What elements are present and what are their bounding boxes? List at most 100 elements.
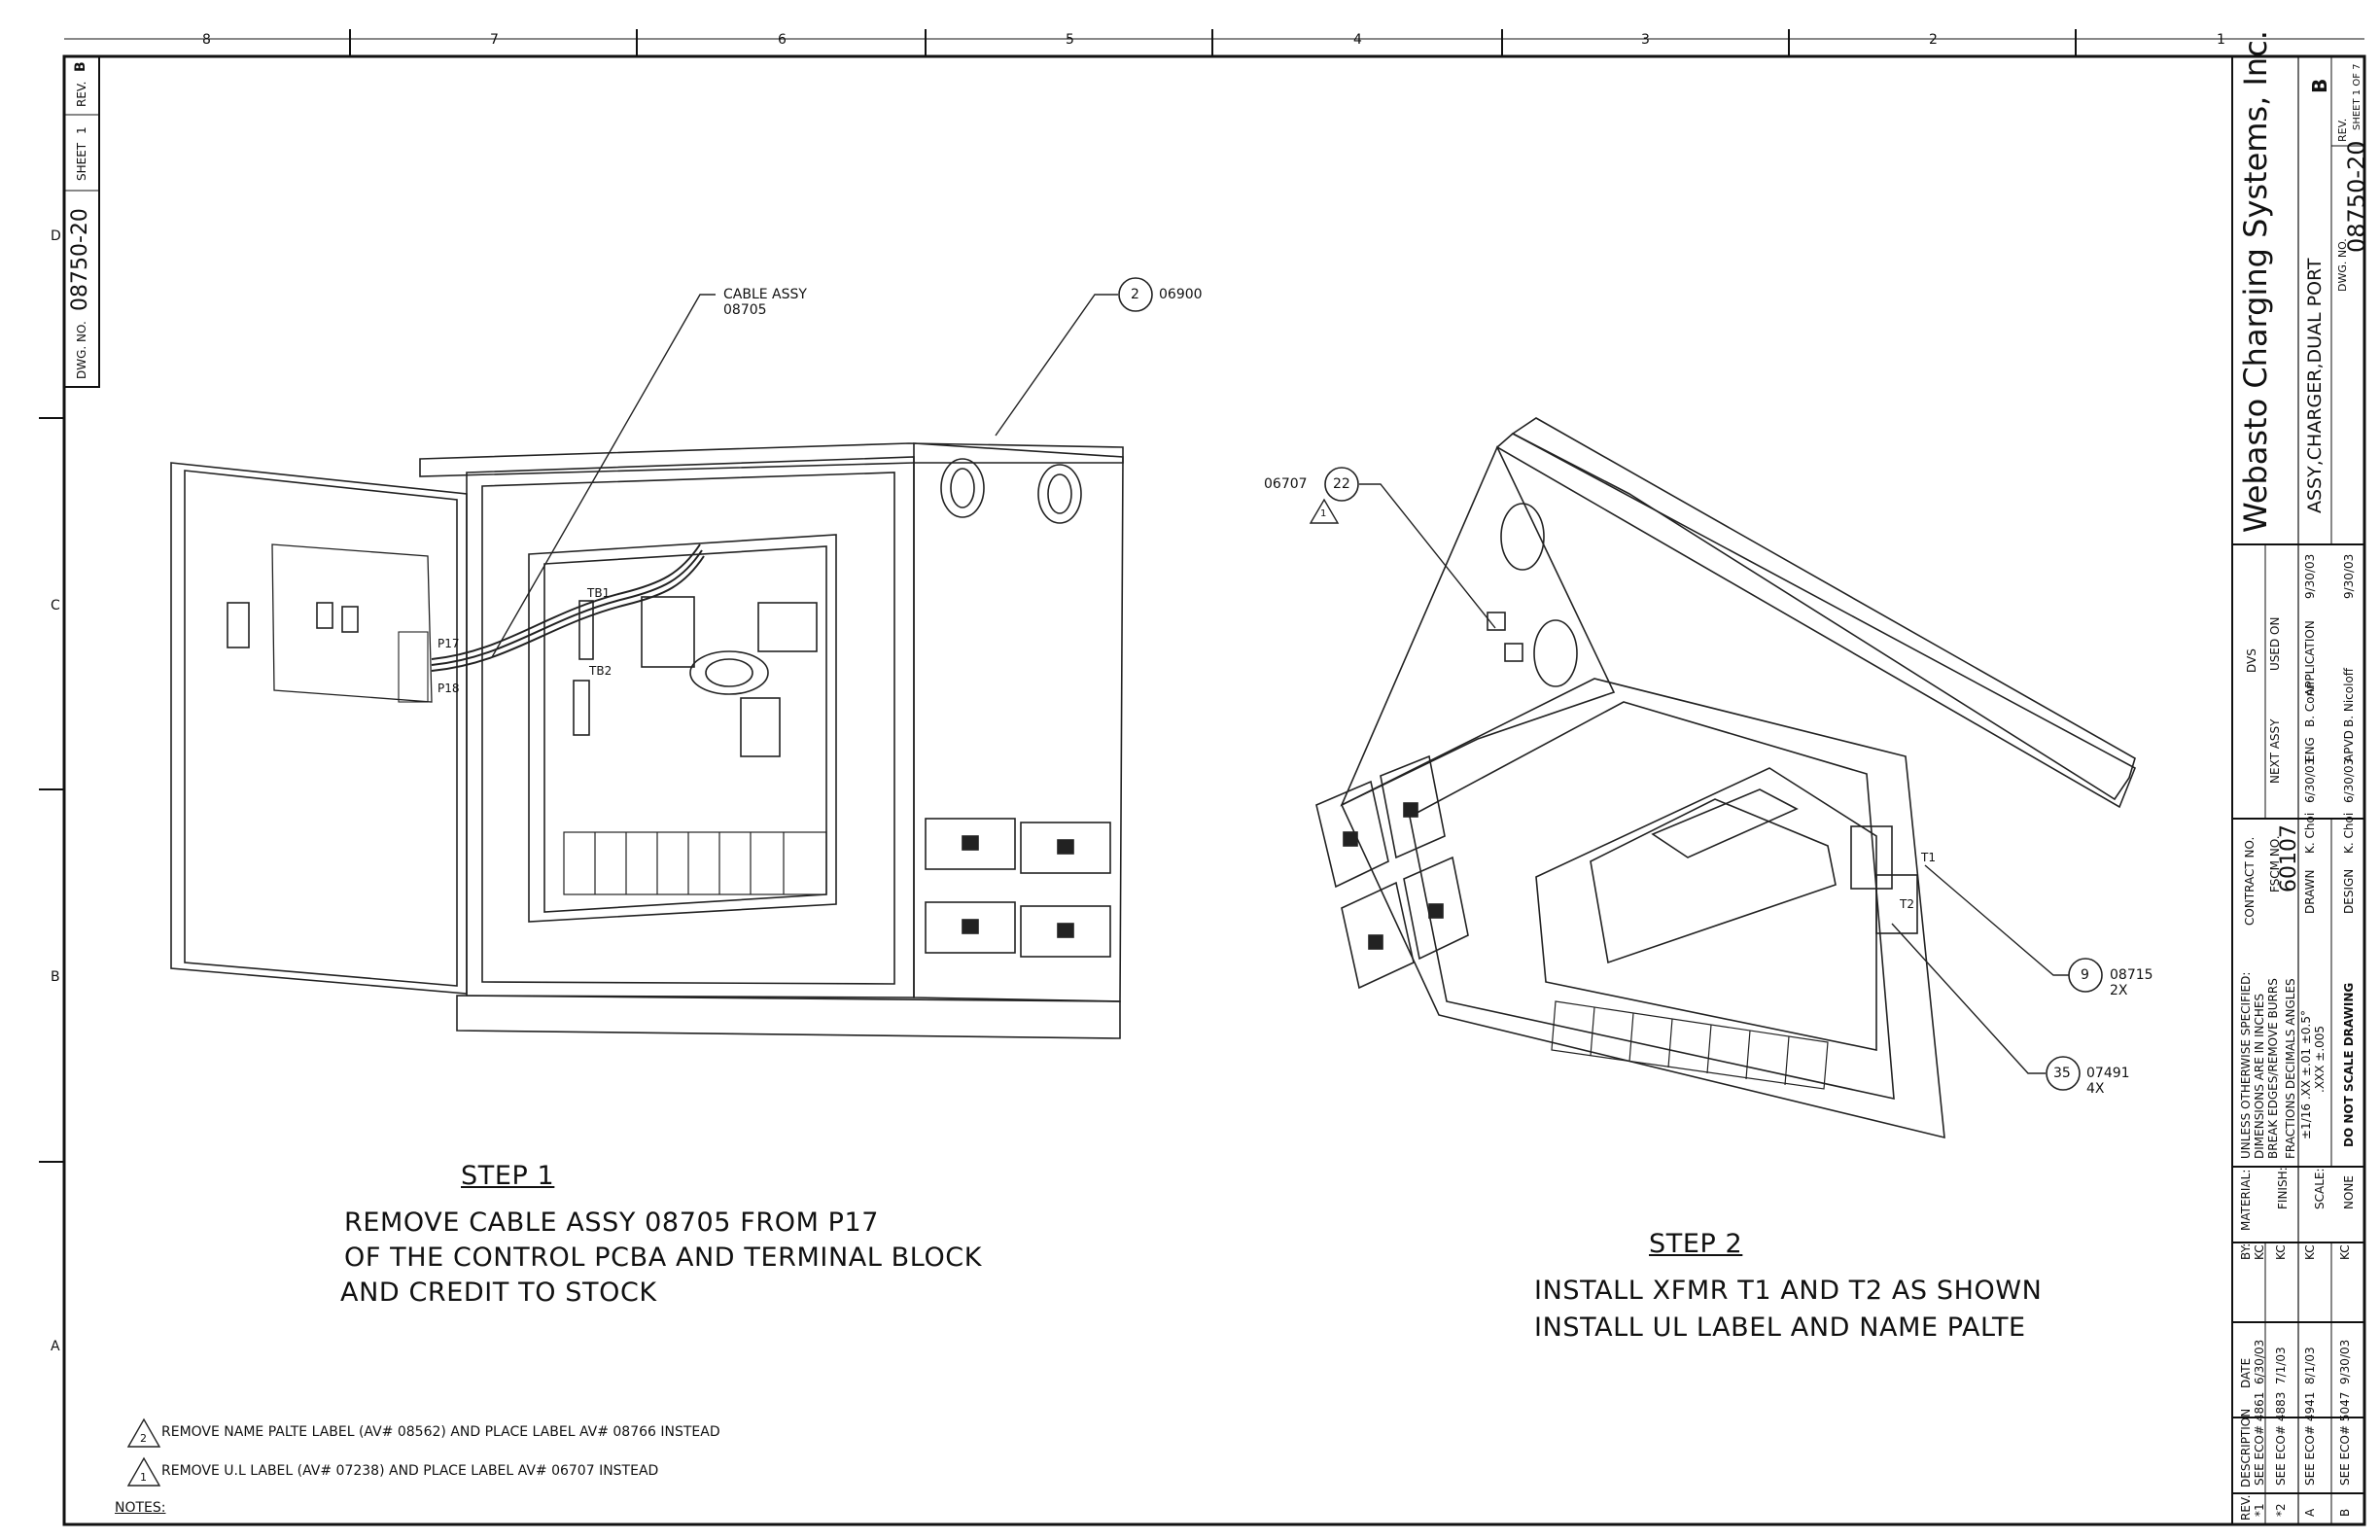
drawing-title: ASSY,CHARGER,DUAL PORT: [2304, 258, 2326, 513]
rev-row-4-by: KC: [2338, 1244, 2352, 1260]
tb-tol-6: .XXX ±.005: [2313, 1025, 2327, 1093]
tb-sheet: SHEET 1 OF 7: [2352, 63, 2362, 131]
tb-tol-2: DIMENSIONS ARE IN INCHES: [2253, 993, 2266, 1159]
note-2-tri: 2: [140, 1432, 147, 1445]
tb-contract: CONTRACT NO.: [2243, 836, 2257, 926]
callout-9-part: 08715: [2110, 967, 2153, 983]
zone-row-c: C: [51, 598, 60, 613]
rev-row-2-desc: SEE ECO# 4883: [2274, 1391, 2288, 1486]
tb-drawn-role: DRAWN: [2303, 869, 2317, 915]
tb-design-role: DESIGN: [2342, 868, 2356, 914]
rev-row-3-desc: SEE ECO# 4941: [2303, 1391, 2317, 1486]
note-2-text: REMOVE NAME PALTE LABEL (AV# 08562) AND …: [161, 1424, 720, 1440]
label-t2: T2: [1900, 897, 1914, 911]
note-1-tri: 1: [140, 1471, 147, 1484]
callout-35-qty: 4X: [2086, 1081, 2105, 1097]
tb-tol-4: FRACTIONS DECIMALS ANGLES: [2284, 978, 2297, 1159]
callout-2-part: 06900: [1159, 287, 1203, 302]
label-tb2: TB2: [589, 664, 612, 678]
step2-line-2: INSTALL UL LABEL AND NAME PALTE: [1534, 1312, 2026, 1343]
side-sheet-value: 1: [75, 126, 88, 134]
step1-line-3: AND CREDIT TO STOCK: [340, 1278, 657, 1308]
tb-drawn-name: K. Choi: [2303, 812, 2317, 854]
rev-row-2-rev: *2: [2274, 1503, 2288, 1517]
rev-row-3-rev: A: [2303, 1508, 2317, 1517]
rev-row-3-by: KC: [2303, 1244, 2317, 1260]
zone-col-7: 7: [490, 32, 499, 48]
zone-col-1: 1: [2217, 32, 2225, 48]
note-1-text: REMOVE U.L LABEL (AV# 07238) AND PLACE L…: [161, 1463, 659, 1479]
rev-hdr-date: DATE: [2239, 1357, 2253, 1388]
rev-hdr-desc: DESCRIPTION: [2239, 1408, 2253, 1488]
tb-dvs: DVS: [2245, 648, 2258, 673]
callout-2-num: 2: [1131, 287, 1139, 302]
rev-row-2-date: 7/1/03: [2274, 1347, 2288, 1384]
cable-assy-part: 08705: [723, 302, 767, 318]
callout-9-num: 9: [2081, 967, 2089, 983]
side-dwg-value: 08750-20: [68, 208, 92, 311]
tb-design-name: K. Choi: [2342, 812, 2356, 854]
callout-22-tri: 1: [1320, 508, 1327, 519]
tb-material-label: MATERIAL:: [2239, 1169, 2253, 1231]
step1-line-1: REMOVE CABLE ASSY 08705 FROM P17: [344, 1208, 880, 1238]
rev-hdr-by: BY:: [2239, 1242, 2253, 1260]
step2-title: STEP 2: [1649, 1229, 1743, 1259]
zone-col-2: 2: [1929, 32, 1938, 48]
rev-row-1-date: 6/30/03: [2253, 1339, 2266, 1384]
step2-line-1: INSTALL XFMR T1 AND T2 AS SHOWN: [1534, 1276, 2043, 1306]
label-tb1: TB1: [587, 586, 611, 600]
tb-eng-name: B. Conn: [2303, 682, 2317, 727]
rev-row-4-desc: SEE ECO# 5047: [2338, 1391, 2352, 1486]
tb-tol-3: BREAK EDGES/REMOVE BURRS: [2266, 978, 2280, 1159]
side-dwg-label: DWG. NO.: [75, 321, 88, 379]
step1-line-2: OF THE CONTROL PCBA AND TERMINAL BLOCK: [344, 1242, 983, 1273]
company-name: Webasto Charging Systems, Inc.: [2237, 30, 2274, 533]
zone-row-b: B: [51, 969, 60, 985]
tb-rev: B: [2308, 78, 2331, 93]
rev-row-1-desc: SEE ECO# 4861: [2253, 1391, 2266, 1486]
notes-header: NOTES:: [115, 1500, 166, 1516]
tb-tol-1: UNLESS OTHERWISE SPECIFIED:: [2239, 971, 2253, 1159]
tb-eng-date: 9/30/03: [2303, 553, 2317, 599]
tb-used-on: USED ON: [2268, 616, 2282, 671]
tb-dwg-no: 08750-20: [2343, 140, 2370, 253]
callout-22-num: 22: [1333, 476, 1350, 492]
label-p17: P17: [438, 637, 460, 650]
callout-9-qty: 2X: [2110, 983, 2128, 998]
side-sheet-label: SHEET: [75, 142, 88, 181]
zone-col-6: 6: [778, 32, 787, 48]
tb-do-not-scale: DO NOT SCALE DRAWING: [2342, 982, 2356, 1147]
rev-row-4-rev: B: [2338, 1508, 2352, 1517]
callout-22-part: 06707: [1264, 476, 1308, 492]
zone-col-5: 5: [1066, 32, 1074, 48]
zone-col-4: 4: [1353, 32, 1362, 48]
rev-row-1-by: KC: [2253, 1244, 2266, 1260]
callout-35-num: 35: [2053, 1066, 2071, 1081]
rev-row-4-date: 9/30/03: [2338, 1339, 2352, 1384]
tb-rev-label: REV.: [2336, 118, 2349, 142]
zone-row-d: D: [51, 228, 61, 244]
rev-row-1-rev: *1: [2253, 1503, 2266, 1517]
zone-col-8: 8: [202, 32, 211, 48]
rev-hdr-rev: REV.: [2239, 1494, 2253, 1521]
tb-apvd-name: B. Nicoloff: [2342, 667, 2356, 727]
cabinet-step1: [170, 442, 1124, 1039]
step1-title: STEP 1: [461, 1161, 555, 1191]
rev-row-2-by: KC: [2274, 1244, 2288, 1260]
tb-drawn-date: 6/30/03: [2303, 757, 2317, 803]
tb-fscm: 60107: [2277, 824, 2301, 892]
tb-scale-label: SCALE:: [2313, 1168, 2327, 1209]
rev-row-3-date: 8/1/03: [2303, 1347, 2317, 1384]
tb-next-assy: NEXT ASSY: [2268, 718, 2282, 785]
cable-assy-label: CABLE ASSY: [723, 287, 807, 302]
tb-tol-5: ±1/16 .XX ±.01 ±0.5°: [2299, 1010, 2313, 1139]
zone-row-a: A: [51, 1339, 60, 1354]
tb-scale-value: NONE: [2342, 1175, 2356, 1209]
tb-design-date: 6/30/03: [2342, 757, 2356, 803]
side-rev-value: B: [73, 61, 88, 72]
tb-finish-label: FINISH:: [2276, 1167, 2290, 1209]
tb-apvd-role: APVD: [2342, 730, 2356, 762]
tb-eng-role: ENG: [2303, 737, 2317, 762]
label-p18: P18: [438, 682, 460, 695]
